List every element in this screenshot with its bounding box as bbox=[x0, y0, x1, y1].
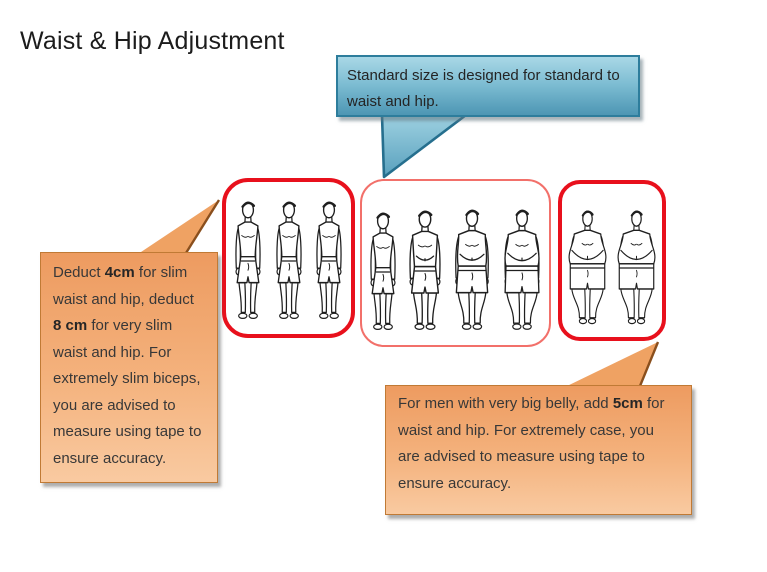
figure-group-slim bbox=[222, 178, 355, 338]
body-figure-slim bbox=[316, 201, 342, 320]
figure-group-very-big-belly bbox=[558, 180, 666, 341]
slim-adjustment-callout-text: Deduct 4cm for slim waist and hip, deduc… bbox=[53, 264, 201, 467]
callout-text-run: Standard size is designed for standard t… bbox=[347, 67, 620, 110]
body-figure-slim bbox=[370, 212, 396, 331]
callout-text-run: for waist and hip. For extremely case, y… bbox=[398, 395, 665, 492]
figure-group-standard bbox=[360, 179, 551, 347]
measurement-value: 8 cm bbox=[53, 317, 88, 334]
body-figure-heavy bbox=[455, 209, 489, 330]
body-figure-slim bbox=[235, 201, 261, 320]
standard-size-callout-text: Standard size is designed for standard t… bbox=[347, 67, 620, 110]
big-belly-callout-tail bbox=[565, 341, 660, 387]
measurement-value: 4cm bbox=[104, 264, 135, 281]
callout-text-run: For men with very big belly, add bbox=[398, 395, 613, 412]
callout-text-run: Deduct bbox=[53, 264, 105, 281]
body-figure-obese bbox=[568, 210, 607, 325]
measurement-value: 5cm bbox=[612, 395, 643, 412]
blue-callout-tail bbox=[380, 113, 467, 179]
big-belly-adjustment-callout: For men with very big belly, add 5cm for… bbox=[385, 385, 692, 515]
body-figure-medium bbox=[409, 210, 441, 330]
callout-text-run: for slim waist and hip, deduct bbox=[53, 264, 194, 308]
standard-size-callout: Standard size is designed for standard t… bbox=[336, 55, 640, 117]
body-figure-obese bbox=[617, 210, 656, 325]
callout-text-run: for very slim waist and hip. For extreme… bbox=[53, 317, 202, 467]
body-figure-slim bbox=[275, 201, 302, 320]
slim-adjustment-callout: Deduct 4cm for slim waist and hip, deduc… bbox=[40, 252, 218, 483]
big-belly-adjustment-callout-text: For men with very big belly, add 5cm for… bbox=[398, 395, 665, 492]
slim-callout-tail bbox=[138, 199, 221, 254]
page-title: Waist & Hip Adjustment bbox=[20, 27, 285, 55]
body-figure-heavier bbox=[504, 209, 540, 330]
